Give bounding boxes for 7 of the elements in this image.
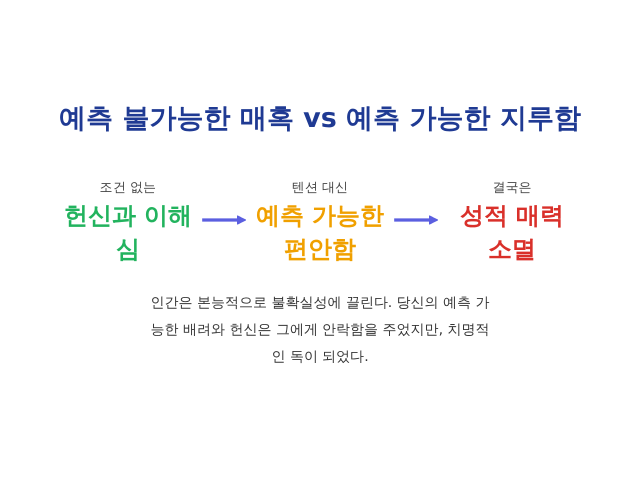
arrow	[394, 215, 438, 225]
node-text: 텐션 대신 예측 가능한 편안함	[256, 180, 384, 264]
node-text: 조건 없는 헌신과 이해심	[64, 180, 192, 264]
node-text: 결국은 성적 매력 소멸	[460, 180, 564, 264]
arrow	[202, 215, 246, 225]
note-text: 인간은 본능적으로 불확실성에 끌린다. 당신의 예측 가능한 배려와 헌신은 그에게 안락함을 주었지만, 치명적인 독이 되었다.	[150, 294, 490, 367]
title: 예측 불가능한 매혹 vs 예측 가능한 지루함	[58, 102, 582, 136]
